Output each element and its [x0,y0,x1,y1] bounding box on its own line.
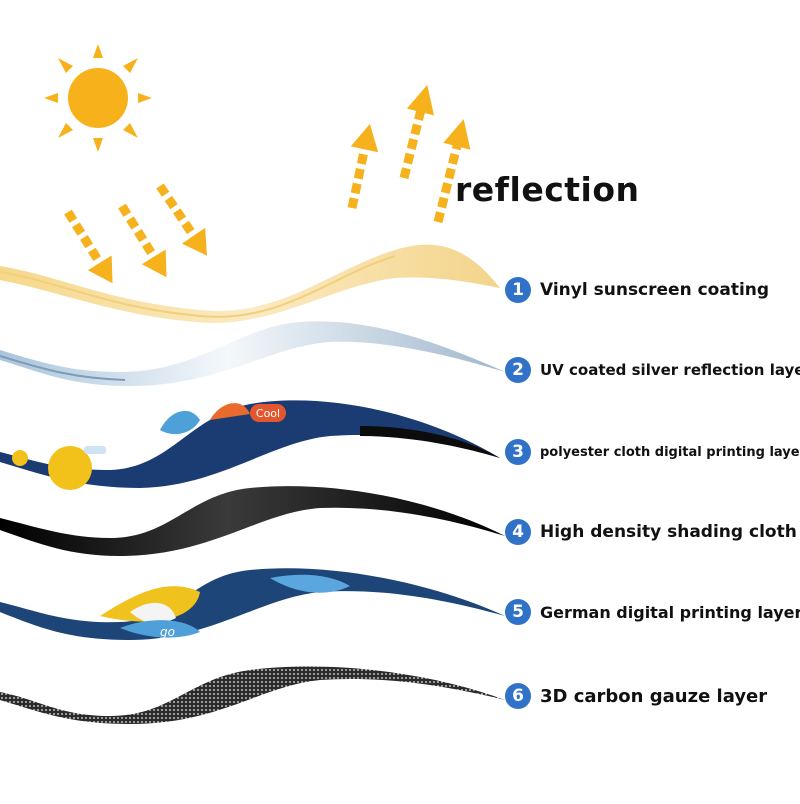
layer-label-3: 3 polyester cloth digital printing layer [505,438,800,466]
layer-label-2: 2 UV coated silver reflection layer [505,356,800,384]
layer-label-1: 1 Vinyl sunscreen coating [505,276,769,304]
layer-number-badge: 4 [505,519,531,545]
incoming-ray-arrow-icon [64,183,207,284]
layer-number-badge: 3 [505,439,531,465]
layer-number-badge: 5 [505,599,531,625]
layer-label-text: polyester cloth digital printing layer [540,444,800,460]
print-text-go: go [160,625,175,639]
layer-label-text: UV coated silver reflection layer [540,361,800,379]
layer-number-badge: 2 [505,357,531,383]
reflected-ray-arrow-icon [347,84,471,224]
layer-label-text: Vinyl sunscreen coating [540,280,770,300]
layer-label-text: 3D carbon gauze layer [540,685,768,707]
layer-label-5: 5 German digital printing layer [505,598,800,626]
layer-label-text: High density shading cloth [540,522,797,542]
layer-carbon-gauze [0,666,505,724]
layer-label-6: 6 3D carbon gauze layer [505,682,767,710]
layer-number-badge: 6 [505,683,531,709]
layer-polyester-printing: Cool [0,400,500,490]
sun-icon [44,44,152,152]
layer-label-text: German digital printing layer [540,602,800,622]
layer-german-printing: go [0,568,505,640]
layer-sunscreen-coating [0,244,500,323]
layer-label-4: 4 High density shading cloth [505,518,797,546]
layer-silver-reflection [0,321,505,386]
layer-number-badge: 1 [505,277,531,303]
reflection-heading: reflection [455,170,640,209]
layer-shading-cloth [0,486,505,556]
print-badge-text: Cool [256,407,280,420]
